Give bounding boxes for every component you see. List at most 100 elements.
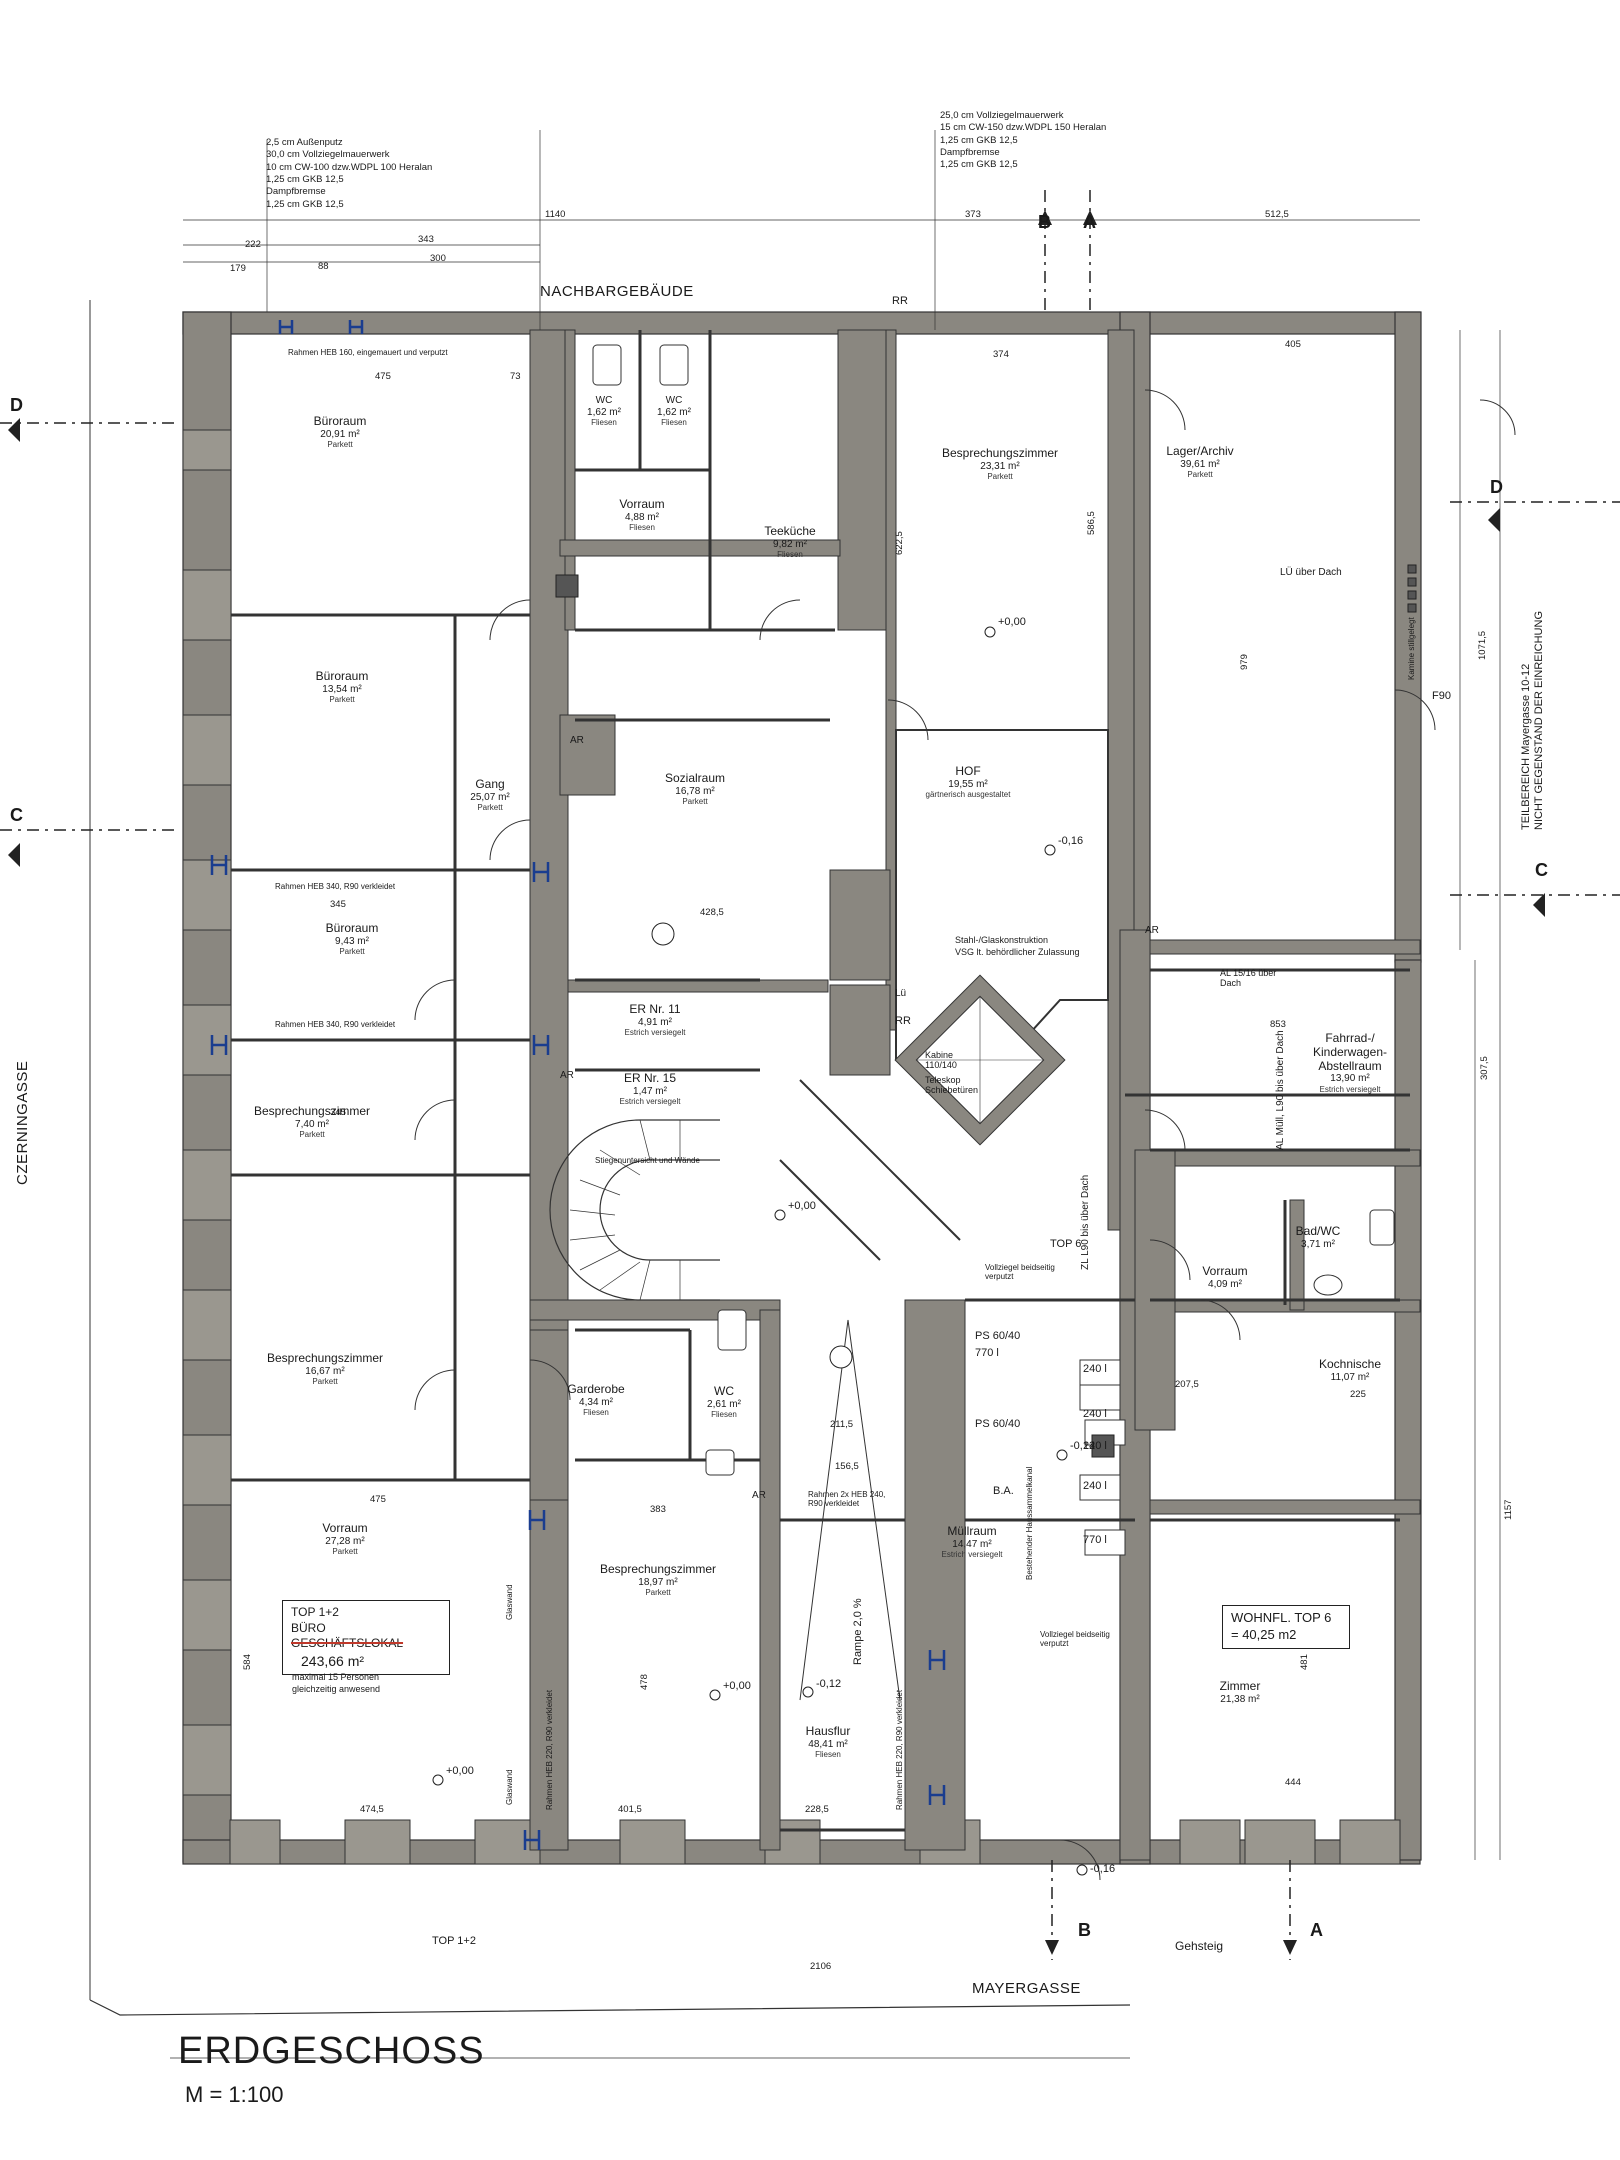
- dim-label: 88: [318, 261, 329, 272]
- label-glaswand-1: Glaswand: [505, 1584, 514, 1620]
- level-label: -0,16: [1090, 1863, 1116, 1875]
- occupancy-line: gleichzeitig anwesend: [292, 1683, 381, 1694]
- dim-label: 307,5: [1479, 1056, 1490, 1080]
- room-area: 23,31 m²: [980, 460, 1020, 472]
- label-ba: B.A.: [993, 1485, 1014, 1497]
- room-name: Besprechungszimmer: [266, 1351, 384, 1365]
- room-floor: Estrich versiegelt: [1319, 1084, 1381, 1094]
- dim-label: 156,5: [835, 1461, 859, 1472]
- room-name: Fahrrad-/ Kinderwagen- Abstellraum: [1312, 1031, 1388, 1073]
- dim-label: 853: [1270, 1019, 1286, 1030]
- dim-label: 444: [1285, 1777, 1301, 1788]
- label-top6: TOP 6: [1050, 1238, 1082, 1250]
- dim-label: 512,5: [1265, 209, 1289, 220]
- label-bin-1: 240 l: [1083, 1363, 1107, 1375]
- room-area: 7,40 m²: [295, 1118, 329, 1130]
- dim-label: 584: [242, 1654, 253, 1670]
- wall-spec-line: 1,25 cm GKB 12,5: [940, 159, 1018, 171]
- room-floor: Fliesen: [711, 1410, 737, 1420]
- label-rr-1: RR: [892, 295, 908, 307]
- unit-info-box-top6: WOHNFL. TOP 6 = 40,25 m2: [1222, 1605, 1350, 1649]
- drawing-scale: M = 1:100: [185, 2082, 284, 2107]
- room-floor: Fliesen: [591, 418, 617, 427]
- section-label-d: D: [10, 395, 23, 415]
- dim-label: 428,5: [700, 907, 724, 918]
- wall-spec-line: Dampfbremse: [940, 147, 1000, 159]
- section-label-b: B: [1038, 212, 1051, 232]
- doors: [414, 389, 1516, 1881]
- section-label-a: A: [1083, 212, 1096, 232]
- room-name: Vorraum: [619, 497, 665, 511]
- dim-label: 979: [1239, 654, 1250, 670]
- dim-label: 222: [245, 239, 261, 250]
- label-vollziegel-1: Vollziegel beidseitig verputzt: [985, 1263, 1055, 1282]
- wall-spec-line: 25,0 cm Vollziegelmauerwerk: [940, 110, 1064, 121]
- unit-use-old: GESCHÄFTSLOKAL: [291, 1636, 404, 1651]
- label-rahmen-340a: Rahmen HEB 340, R90 verkleidet: [275, 882, 396, 891]
- unit-area: 243,66 m²: [301, 1652, 365, 1669]
- wall-spec-line: 1,25 cm GKB 12,5: [940, 134, 1018, 146]
- dim-label: 1071,5: [1477, 630, 1488, 660]
- dim-label: 383: [650, 1504, 666, 1515]
- dim-label: 401,5: [618, 1804, 642, 1815]
- label-ar-3: AR: [1145, 925, 1159, 936]
- section-label-c2: C: [1535, 860, 1548, 880]
- room-area: 39,61 m²: [1180, 458, 1220, 470]
- room-name: Teeküche: [764, 524, 816, 538]
- room-area: 21,38 m²: [1220, 1693, 1260, 1705]
- wall-spec-line: 1,25 cm GKB 12,5: [266, 198, 344, 210]
- room-floor: Fliesen: [583, 1408, 609, 1418]
- label-bin-5: 770 l: [1083, 1534, 1107, 1546]
- wall-spec-line: 1,25 cm GKB 12,5: [266, 174, 344, 186]
- dim-label: 345: [330, 1107, 346, 1118]
- room-area: 1,47 m²: [633, 1085, 667, 1097]
- dim-label: 345: [330, 899, 346, 910]
- room-name: Lager/Archiv: [1166, 444, 1234, 458]
- label-f90: F90: [1432, 690, 1451, 702]
- level-label: +0,00: [723, 1680, 751, 1692]
- label-lu: Lü: [895, 988, 907, 999]
- room-name: Büroraum: [325, 921, 379, 935]
- room-area: 2,61 m²: [707, 1398, 741, 1410]
- wall-spec-line: 10 cm CW-100 dzw.WDPL 100 Heralan: [266, 161, 433, 173]
- label-glaswand-2: Glaswand: [505, 1769, 514, 1805]
- label-rampe: Rampe 2,0 %: [852, 1598, 864, 1665]
- west-window-piers: [182, 429, 232, 1796]
- sheet-frame: [89, 1999, 1131, 2016]
- room-area: 14,47 m²: [952, 1538, 992, 1550]
- room-floor: Fliesen: [815, 1750, 841, 1760]
- room-name: Bad/WC: [1295, 1224, 1341, 1238]
- room-name: Vorraum: [1202, 1264, 1248, 1278]
- room-floor: Parkett: [339, 947, 365, 957]
- room-area: 1,62 m²: [587, 406, 621, 418]
- wall-spec-line: 30,0 cm Vollziegelmauerwerk: [266, 149, 390, 161]
- dim-label: 405: [1285, 339, 1301, 350]
- room-area: 16,67 m²: [305, 1365, 345, 1377]
- room-area: 11,07 m²: [1330, 1371, 1370, 1383]
- label-teleskop: Teleskop Schiebetüren: [925, 1075, 979, 1096]
- room-name: Sozialraum: [664, 771, 726, 785]
- label-ar-1: AR: [570, 735, 584, 746]
- unit-area: = 40,25 m2: [1231, 1626, 1297, 1642]
- level-label: +0,00: [998, 616, 1026, 628]
- label-rahmen-240: Rahmen 2x HEB 240, R90 verkleidet: [808, 1490, 886, 1509]
- room-floor: Estrich versiegelt: [624, 1028, 686, 1038]
- room-floor: Fliesen: [661, 418, 687, 427]
- dim-label: 1157: [1503, 1499, 1514, 1520]
- room-name: Kochnische: [1318, 1357, 1382, 1371]
- dim-label: 2106: [810, 1961, 832, 1972]
- room-area: 25,07 m²: [470, 791, 510, 803]
- street-north: NACHBARGEBÄUDE: [540, 283, 694, 300]
